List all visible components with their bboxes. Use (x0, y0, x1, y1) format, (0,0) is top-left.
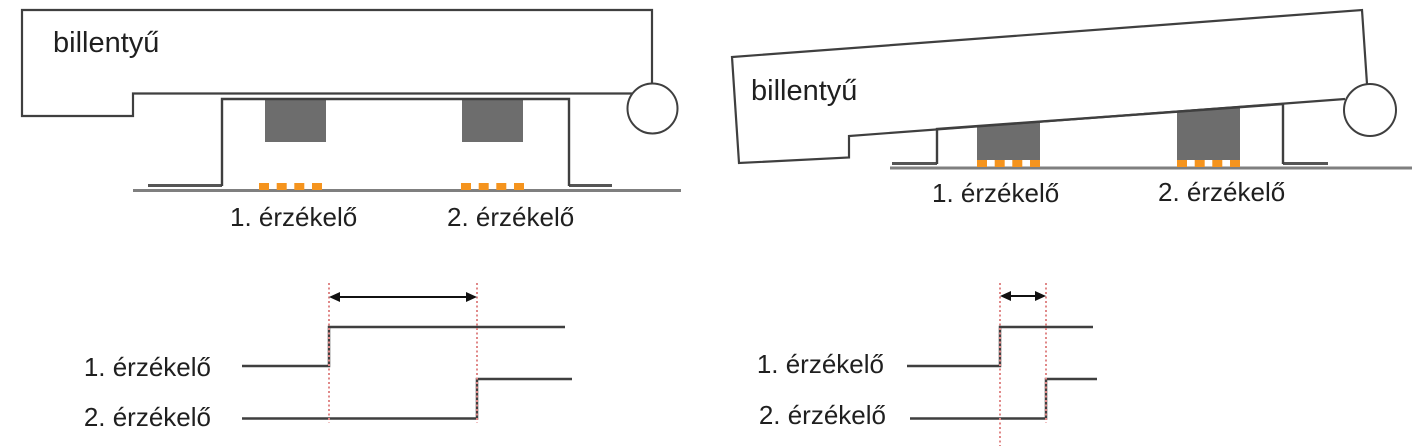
key-label: billentyű (751, 75, 857, 107)
sensor-dash (496, 183, 507, 190)
sensor2-label: 2. érzékelő (447, 202, 574, 232)
panel-key-released: billentyű 1. érzékelő 2. érzékelő (20, 8, 681, 232)
sensor-dash (461, 183, 471, 190)
sensor-strip-2 (461, 183, 524, 190)
timing-diagram-slow-press: 1. érzékelő 2. érzékelő (84, 283, 572, 432)
panel-key-pressed: billentyű 1. érzékelő 2. érzékelő (730, 8, 1412, 208)
sensor-dash (977, 160, 987, 167)
sensor-dash (514, 183, 524, 190)
sensor2-label: 2. érzékelő (84, 402, 211, 432)
pivot-circle (1343, 83, 1397, 137)
sensor-dash (1212, 160, 1223, 167)
sensor-dash (259, 183, 269, 190)
timing-diagram-fast-press: 1. érzékelő 2. érzékelő (757, 283, 1097, 446)
sensor2-label: 2. érzékelő (1158, 177, 1285, 207)
interval-arrow (329, 292, 477, 302)
hammer-block-2 (462, 100, 523, 142)
sensor-dash (478, 183, 489, 190)
actuator-frame (220, 97, 571, 186)
sensor1-label: 1. érzékelő (932, 178, 1059, 208)
sensor-strip-1 (259, 183, 322, 190)
sensor-strip-1 (977, 160, 1040, 167)
sensor-dash (1030, 160, 1040, 167)
arrowhead-right-icon (466, 292, 477, 302)
interval-arrow (1000, 291, 1046, 301)
sensor2-trace (242, 377, 572, 420)
sensor-dash (1194, 160, 1205, 167)
hammer-block-1 (265, 100, 326, 142)
sensor-dash (1177, 160, 1187, 167)
hammer-block-1 (977, 122, 1040, 160)
sensor1-label: 1. érzékelő (757, 349, 884, 379)
sensor-dash (294, 183, 305, 190)
hammer-block-2 (1177, 107, 1240, 160)
sensor-dash (1012, 160, 1023, 167)
sensor-dash (1230, 160, 1240, 167)
sensor2-label: 2. érzékelő (759, 400, 886, 430)
arrowhead-left-icon (1000, 291, 1011, 301)
sensor-dash (994, 160, 1005, 167)
key-outline (730, 8, 1369, 165)
sensor-strip-2 (1177, 160, 1240, 167)
key-label: billentyű (53, 27, 159, 59)
sensor1-trace (242, 325, 565, 368)
arrowhead-left-icon (329, 292, 340, 302)
pivot-circle (626, 82, 679, 135)
sensor1-label: 1. érzékelő (84, 352, 211, 382)
sensor1-label: 1. érzékelő (230, 202, 357, 232)
sensor-dash (276, 183, 287, 190)
sensor-dash (312, 183, 322, 190)
key-outline (20, 8, 654, 118)
arrowhead-right-icon (1035, 291, 1046, 301)
sensor2-trace (910, 377, 1097, 420)
